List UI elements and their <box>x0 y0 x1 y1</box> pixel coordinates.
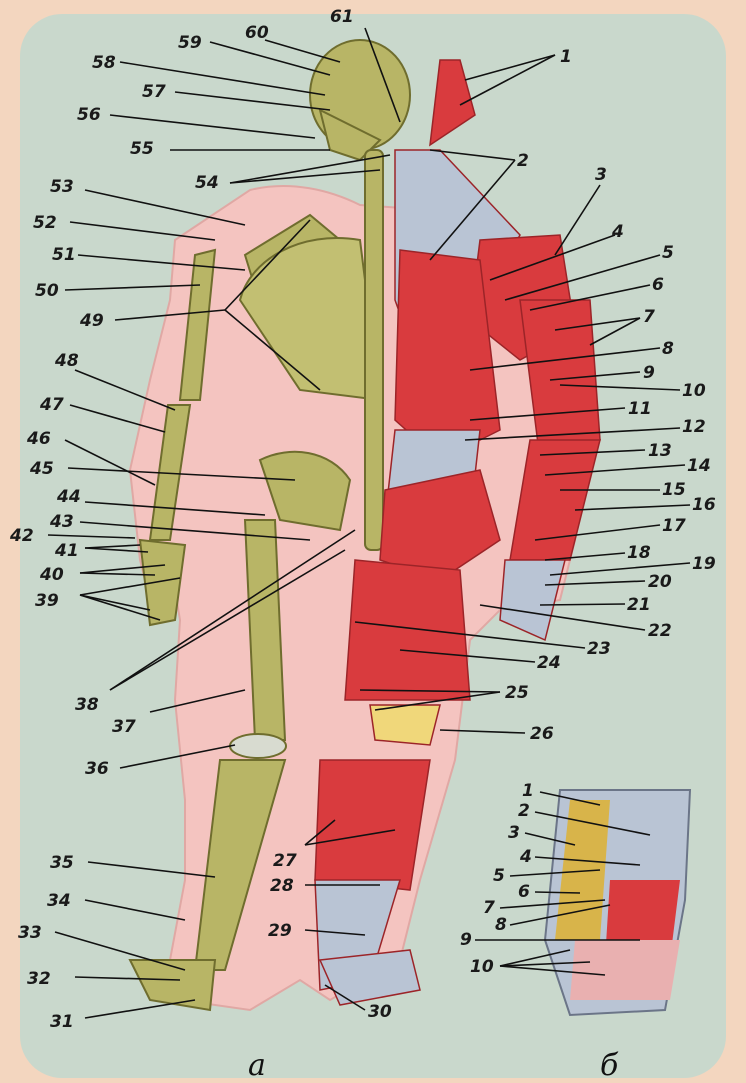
calf <box>315 760 430 890</box>
label-a-40: 40 <box>39 565 64 585</box>
label-a-4: 4 <box>611 222 624 242</box>
label-a-45: 45 <box>29 459 54 479</box>
label-a-31: 31 <box>50 1012 74 1032</box>
label-b-8: 8 <box>495 915 507 935</box>
label-a-56: 56 <box>77 105 101 125</box>
label-a-19: 19 <box>692 554 716 574</box>
patella <box>230 734 286 758</box>
label-a-34: 34 <box>47 891 71 911</box>
label-a-8: 8 <box>662 339 674 359</box>
label-a-46: 46 <box>26 429 51 449</box>
label-a-20: 20 <box>648 572 672 592</box>
thigh <box>345 560 470 700</box>
label-a-47: 47 <box>39 395 64 415</box>
label-a-61: 61 <box>330 7 354 27</box>
label-a-37: 37 <box>112 717 136 737</box>
label-a-30: 30 <box>368 1002 392 1022</box>
label-a-33: 33 <box>18 923 42 943</box>
label-a-57: 57 <box>142 82 166 102</box>
label-a-29: 29 <box>268 921 292 941</box>
label-a-7: 7 <box>643 307 655 327</box>
label-a-28: 28 <box>270 876 294 896</box>
label-b-3: 3 <box>508 823 520 843</box>
spine <box>365 150 383 550</box>
label-b-5: 5 <box>493 866 505 886</box>
label-a-15: 15 <box>662 480 686 500</box>
label-a-18: 18 <box>627 543 651 563</box>
label-b-1: 1 <box>522 781 534 801</box>
label-a-53: 53 <box>50 177 74 197</box>
label-a-52: 52 <box>33 213 57 233</box>
label-a-13: 13 <box>648 441 672 461</box>
label-a-58: 58 <box>92 53 116 73</box>
label-b-9: 9 <box>460 930 472 950</box>
label-a-27: 27 <box>273 851 297 871</box>
label-a-51: 51 <box>52 245 76 265</box>
label-a-5: 5 <box>662 243 674 263</box>
label-b-7: 7 <box>483 898 495 918</box>
label-a-41: 41 <box>54 541 79 561</box>
label-b-6: 6 <box>518 882 530 902</box>
label-a-36: 36 <box>85 759 109 779</box>
label-a-26: 26 <box>530 724 554 744</box>
label-a-50: 50 <box>35 281 59 301</box>
label-a-39: 39 <box>35 591 59 611</box>
label-a-10: 10 <box>682 381 706 401</box>
label-a-16: 16 <box>692 495 716 515</box>
label-a-17: 17 <box>662 516 686 536</box>
label-a-55: 55 <box>130 139 154 159</box>
label-a-9: 9 <box>643 363 655 383</box>
label-a-21: 21 <box>627 595 651 615</box>
label-a-48: 48 <box>54 351 79 371</box>
label-b-4: 4 <box>519 847 532 867</box>
label-a-44: 44 <box>56 487 81 507</box>
label-a-14: 14 <box>687 456 711 476</box>
label-a-38: 38 <box>75 695 99 715</box>
label-a-42: 42 <box>9 526 34 546</box>
label-b-2: 2 <box>518 801 530 821</box>
label-a-3: 3 <box>595 165 607 185</box>
label-a-6: 6 <box>652 275 664 295</box>
figure-a-caption: а <box>248 1048 266 1083</box>
label-a-23: 23 <box>587 639 611 659</box>
label-a-59: 59 <box>178 33 202 53</box>
label-a-22: 22 <box>648 621 672 641</box>
label-b-10: 10 <box>470 957 494 977</box>
label-a-43: 43 <box>49 512 74 532</box>
label-a-2: 2 <box>517 151 529 171</box>
label-a-25: 25 <box>505 683 529 703</box>
label-a-11: 11 <box>628 399 652 419</box>
label-a-54: 54 <box>195 173 219 193</box>
label-a-60: 60 <box>245 23 269 43</box>
label-a-32: 32 <box>27 969 51 989</box>
label-a-35: 35 <box>50 853 74 873</box>
popliteal <box>370 705 440 745</box>
label-a-1: 1 <box>560 47 572 67</box>
figure-b-caption: б <box>600 1048 619 1083</box>
label-a-24: 24 <box>537 653 561 673</box>
label-a-12: 12 <box>682 417 706 437</box>
label-a-49: 49 <box>79 311 104 331</box>
